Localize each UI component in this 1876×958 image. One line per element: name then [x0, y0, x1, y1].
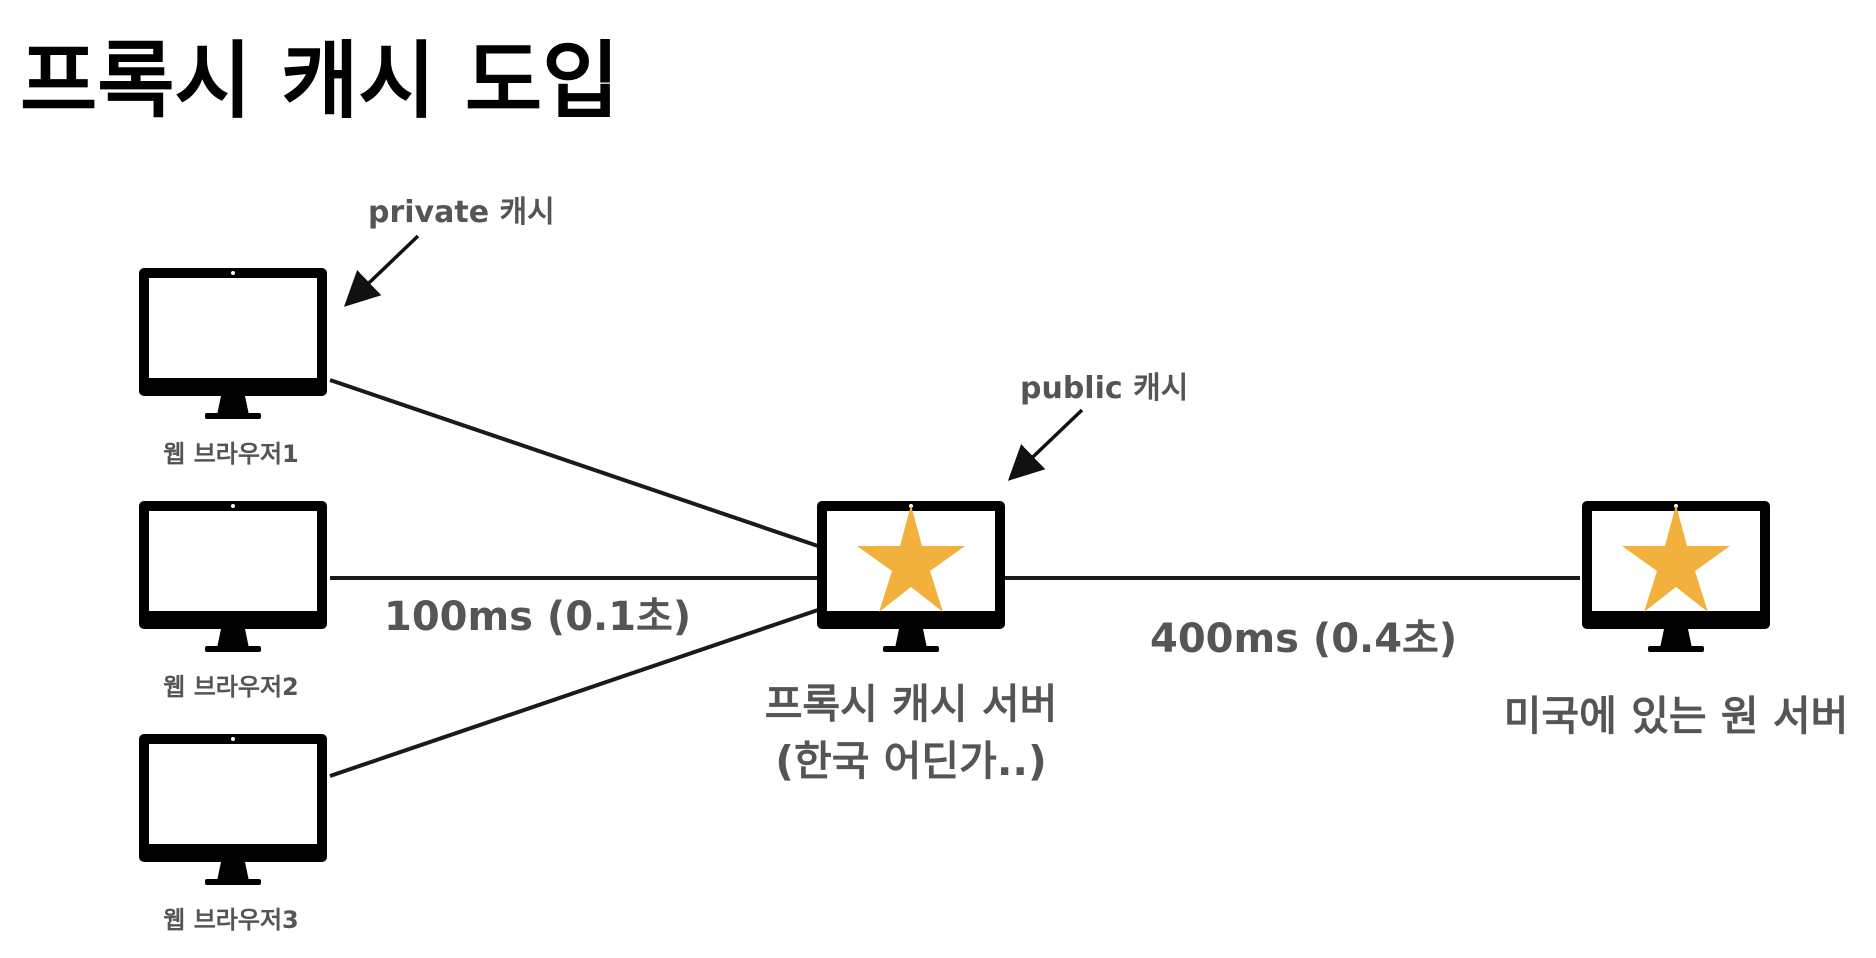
browser-label: 웹 브라우저1 [163, 440, 298, 468]
connections [329, 378, 1580, 778]
proxy-label-line2: (한국 어딘가..) [775, 737, 1047, 785]
link-browser1-proxy [329, 378, 819, 548]
browser-1: 웹 브라우저1 [139, 268, 327, 468]
public-cache-arrow [1007, 408, 1084, 481]
browser-label: 웹 브라우저3 [163, 906, 298, 934]
star-icon [1622, 505, 1730, 612]
origin-server: 미국에 있는 원 서버 [1504, 501, 1849, 740]
origin-label: 미국에 있는 원 서버 [1504, 692, 1849, 740]
monitor-icon [139, 268, 327, 419]
browser-label: 웹 브라우저2 [163, 673, 298, 701]
browser-2: 웹 브라우저2 [139, 501, 327, 701]
monitor-icon [139, 734, 327, 885]
monitor-icon [139, 501, 327, 652]
private-cache-label: private 캐시 [368, 195, 555, 230]
page-title: 프록시 캐시 도입 [20, 32, 619, 130]
private-cache-arrow [343, 234, 420, 307]
public-cache-label: public 캐시 [1020, 371, 1188, 406]
proxy-cache-server: 프록시 캐시 서버 (한국 어딘가..) [765, 501, 1058, 785]
latency-proxy-origin: 400ms (0.4초) [1150, 616, 1457, 662]
proxy-label-line1: 프록시 캐시 서버 [765, 680, 1058, 728]
browser-3: 웹 브라우저3 [139, 734, 327, 934]
link-browser3-proxy [329, 608, 819, 778]
star-icon [857, 505, 965, 612]
latency-browser-proxy: 100ms (0.1초) [384, 594, 691, 640]
